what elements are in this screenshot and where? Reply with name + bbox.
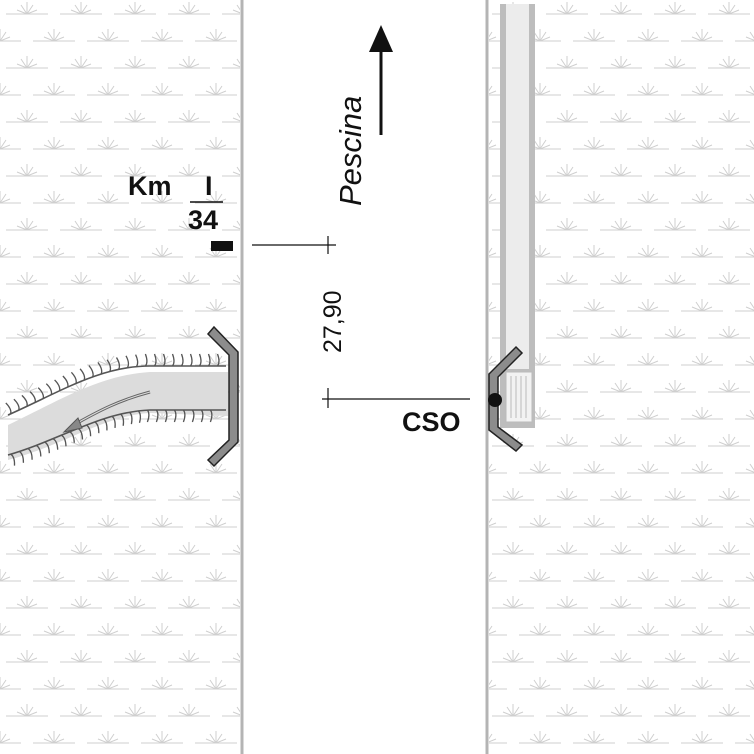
channel-bank-tooth [52,438,59,450]
channel-bank-tooth [19,450,25,463]
km-denominator: 34 [188,205,218,235]
channel-bank-tooth [29,391,36,403]
direction-label: Pescina [333,96,368,206]
dimension-line [252,236,470,408]
channel-bank-tooth [21,394,28,407]
channel-bank-tooth [180,353,184,367]
km-numerator: I [205,171,213,201]
channel-bank-tooth [173,409,177,423]
channel-bank-tooth [153,353,157,367]
channel-bank-tooth [120,413,125,426]
channel-bank-tooth [144,353,148,367]
right-culvert-headwall [488,345,524,452]
channel-bank-tooth [54,379,61,391]
channel-bank-tooth [129,411,133,425]
channel-bank-tooth [162,353,166,367]
channel-bank-tooth [191,409,195,423]
channel-bank-tooth [115,357,121,370]
channel-bank-tooth [86,424,92,437]
channel-bank-tooth [45,383,53,395]
channel-bank-tooth [36,444,42,457]
channel-bank-tooth [62,375,69,388]
channel-bank-tooth [146,409,150,423]
channel-bank-tooth [88,365,94,377]
left-culvert-headwall [206,325,239,468]
channel-bank-tooth [10,453,16,466]
channel-bank-tooth [94,421,100,434]
channel-bank-tooth [164,409,168,423]
channel-bank-tooth [61,434,67,447]
channel-bank-tooth [106,359,112,372]
drainage-channel [5,353,228,466]
arrow-up-icon [369,25,393,135]
channel-bank-tooth [5,402,12,414]
channel-bank-tooth [155,409,159,423]
channel-bank-tooth [189,353,193,367]
channel-bank-tooth [27,447,33,460]
channel-bank-tooth [207,353,211,367]
channel-bank-tooth [79,368,86,381]
channel-bank-tooth [137,410,142,423]
channel-bank-tooth [37,387,45,399]
channel-bank-tooth [182,409,186,423]
channel-bank-tooth [198,353,202,367]
distance-label: 27,90 [319,290,347,353]
cso-label: CSO [402,407,461,437]
channel-bank-tooth [171,353,175,367]
channel-bank-tooth [135,354,139,367]
channel-bank-tooth [200,409,204,423]
channel-bank-tooth [13,398,20,411]
km-post-icon [211,241,233,251]
channel-bank-tooth [97,362,103,375]
channel-bank-tooth [125,355,130,369]
channel-bank-tooth [70,371,77,384]
cso-outlet-point [488,393,502,407]
channel-bank-tooth [102,418,108,431]
channel-bank-tooth [111,415,116,428]
channel-bank-tooth [216,353,220,367]
channel-bank-tooth [44,441,50,454]
channel-bank-tooth [209,409,213,423]
channel-bank-tooth [69,431,75,443]
flow-arrow-icon [62,390,151,433]
km-prefix: Km [128,171,172,201]
